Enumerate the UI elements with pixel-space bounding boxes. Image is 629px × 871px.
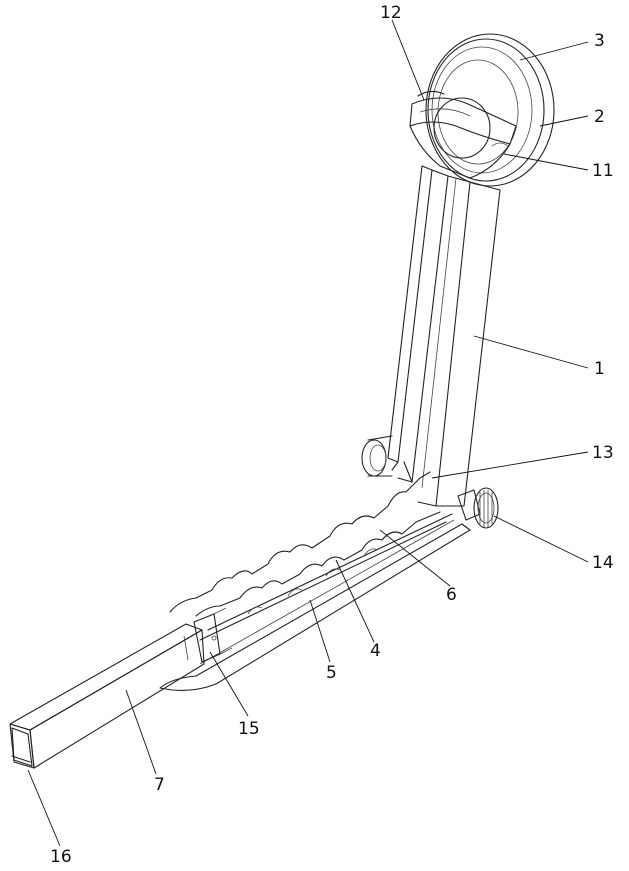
telescopic-tube [10,624,204,768]
label-11: 11 [592,161,614,181]
label-12: 12 [380,3,402,23]
label-6: 6 [446,585,457,605]
label-15: 15 [238,719,260,739]
label-4: 4 [370,641,381,661]
vertical-bar [388,166,500,506]
sleeve-block [194,608,232,662]
label-2: 2 [594,107,605,127]
end-cap [12,728,32,766]
label-13: 13 [592,443,614,463]
label-3: 3 [594,31,605,51]
pivot-pin [362,436,392,476]
label-1: 1 [594,359,605,379]
label-14: 14 [592,553,614,573]
suction-cup [426,34,554,186]
label-5: 5 [326,663,337,683]
label-7: 7 [154,775,165,795]
thumb-screw [458,488,498,528]
label-16: 16 [50,847,72,867]
